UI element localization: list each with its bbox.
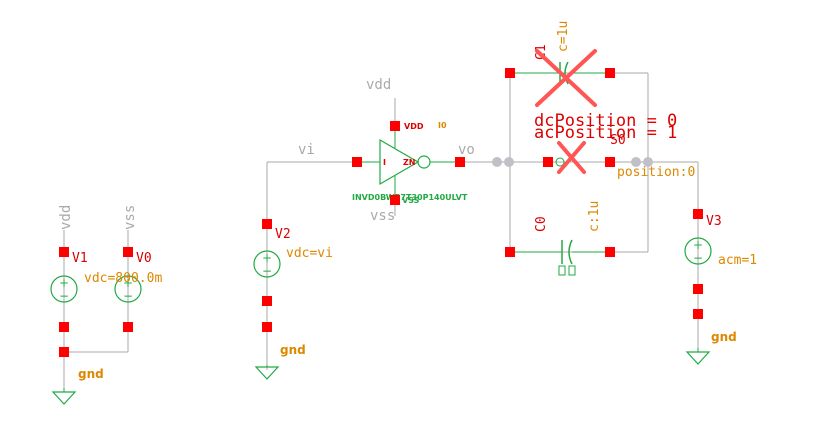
inverter-instance[interactable]: VDD VSS I ZN I0 INVD0BWP7T30P140ULVT (352, 121, 468, 205)
source-v1[interactable]: + − V1 (50, 251, 88, 303)
delete-x-icon (557, 141, 586, 174)
svg-text:+: + (123, 276, 133, 290)
inverter-pin-out: ZN (403, 158, 416, 167)
source-v2-prop: vdc=vi (286, 246, 333, 261)
svg-text:−: − (59, 289, 69, 303)
inverter-cell-name: INVD0BWP7T30P140ULVT (352, 193, 468, 202)
inverter-pin-in: I (383, 158, 386, 167)
ground-label-2: gnd (280, 343, 306, 357)
capacitor-c1-prop: c=1u (556, 21, 571, 52)
svg-text:−: − (123, 289, 133, 303)
svg-text:+: + (693, 238, 703, 252)
source-v2[interactable]: + − V2 vdc=vi (253, 227, 333, 278)
svg-text:−: − (693, 251, 703, 265)
net-label-vss-left: vss (122, 205, 138, 230)
net-label-vo: vo (458, 142, 475, 158)
pins (59, 68, 703, 357)
switch-s0-position: position:0 (617, 165, 695, 180)
capacitor-c0-prop: c:1u (587, 201, 602, 232)
source-v3-name: V3 (706, 214, 722, 229)
source-v0[interactable]: + − V0 vdc=800.0m (84, 251, 162, 303)
svg-text:−: − (262, 264, 272, 278)
source-v0-name: V0 (136, 251, 152, 266)
svg-text:+: + (59, 276, 69, 290)
inverter-pin-vss: VSS (402, 196, 420, 205)
capacitor-c0[interactable]: C0 c:1u (510, 201, 610, 276)
switch-s0[interactable]: S0 dcPosition = 0 acPosition = 1 positio… (492, 111, 695, 180)
ground-symbol-1[interactable]: gnd (51, 367, 104, 405)
net-label-vi: vi (298, 142, 315, 158)
ground-label-1: gnd (78, 367, 104, 381)
delete-x-icon (535, 49, 597, 107)
capacitor-c0-name: C0 (534, 216, 549, 232)
switch-s0-dc-position: dcPosition = 0 (534, 111, 677, 131)
ground-symbol-2[interactable]: gnd (254, 343, 306, 380)
svg-text:+: + (262, 251, 272, 265)
net-label-vdd-inv: vdd (366, 77, 391, 93)
source-v3-prop: acm=1 (718, 253, 757, 268)
net-label-vss-inv: vss (370, 208, 395, 224)
ground-label-3: gnd (711, 330, 737, 344)
capacitor-c1[interactable]: C1 c=1u (510, 21, 610, 85)
switch-s0-name: S0 (610, 133, 626, 148)
inverter-inst-name: I0 (438, 121, 447, 130)
switch-s0-ac-position: acPosition = 1 (534, 123, 677, 143)
ground-symbol-3[interactable]: gnd (685, 330, 737, 365)
source-v2-name: V2 (275, 227, 291, 242)
source-v1-name: V1 (72, 251, 88, 266)
net-label-vdd-left: vdd (58, 205, 74, 230)
inverter-pin-vdd: VDD (404, 122, 424, 131)
source-v3[interactable]: + − V3 acm=1 (684, 214, 757, 268)
source-v0-prop: vdc=800.0m (84, 271, 162, 286)
